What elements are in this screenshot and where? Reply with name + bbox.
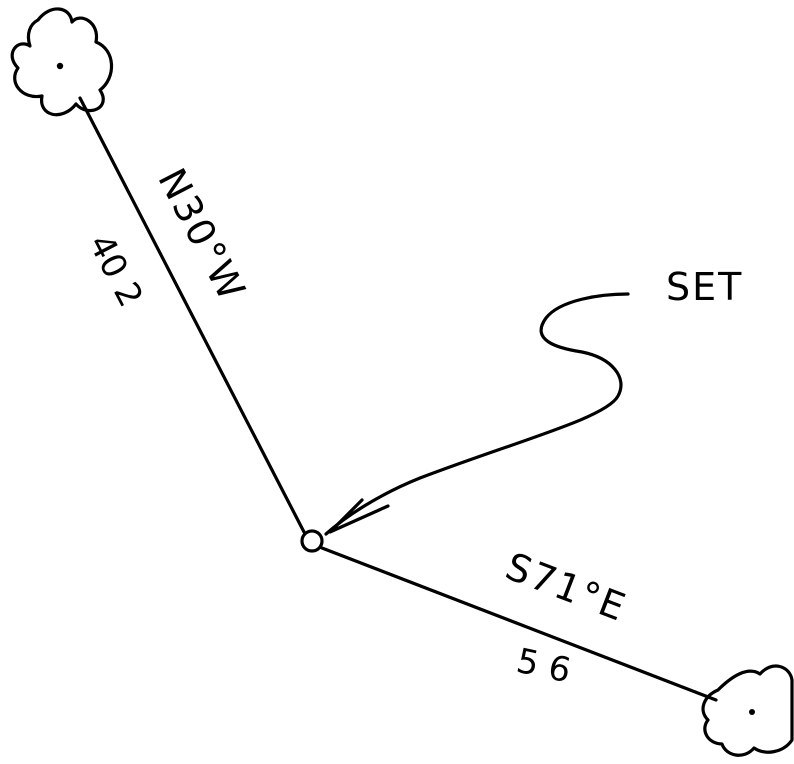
- pointer-arrow: [326, 294, 628, 534]
- set-label: SET: [666, 265, 743, 309]
- distance-lower: 5 6: [513, 641, 574, 691]
- line-n30w: [80, 98, 304, 532]
- bearing-upper: N30°W: [149, 161, 254, 309]
- distance-upper: 40 2: [80, 228, 150, 314]
- set-point-marker: [302, 531, 322, 551]
- upper-monument: [12, 9, 111, 115]
- bearing-lower: S71°E: [500, 544, 633, 630]
- lower-monument: [703, 666, 792, 755]
